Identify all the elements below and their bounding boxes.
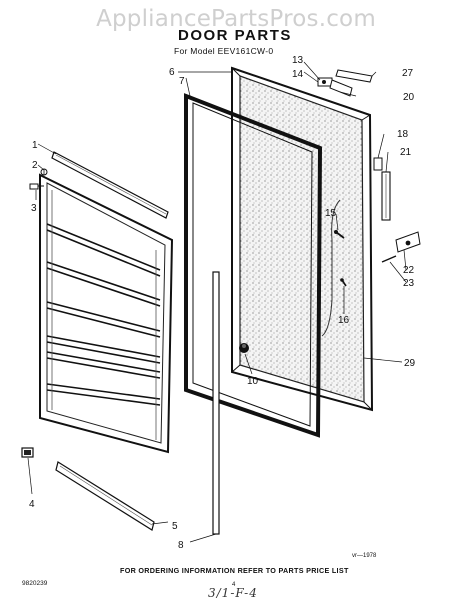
latch-parts-22-23	[381, 231, 421, 263]
watermark: AppliancePartsPros.com	[96, 6, 376, 32]
callout-2: 2	[32, 160, 38, 171]
door-gasket	[184, 93, 323, 438]
hinge-parts-13-14-20	[317, 77, 353, 97]
callout-22: 22	[403, 265, 415, 276]
callout-23: 23	[403, 278, 415, 289]
callout-13: 13	[292, 55, 304, 66]
page-number: 4	[232, 582, 236, 588]
callout-21: 21	[400, 147, 412, 158]
inner-door-liner	[39, 173, 174, 454]
screw-part-3	[29, 183, 44, 190]
callout-20: 20	[403, 92, 415, 103]
callout-27: 27	[402, 68, 414, 79]
top-trim	[51, 151, 169, 219]
plug-part-10	[239, 343, 249, 353]
handle-screw-part-15	[334, 230, 345, 239]
model-subtitle: For Model EEV161CW-0	[174, 46, 274, 56]
drawing-code-right: vr—1978	[352, 553, 377, 559]
retainer-clip-part-4	[21, 447, 34, 458]
callout-1: 1	[32, 140, 38, 151]
callout-8: 8	[178, 540, 184, 551]
callout-numbers: 1 2 3 4 5 6 7 8 10 13 14 15 16 18 20 21 …	[29, 55, 416, 551]
callout-15: 15	[325, 208, 337, 219]
breaker-strip	[212, 271, 220, 535]
drawing-code-left: 9820239	[22, 580, 48, 587]
callout-14: 14	[292, 69, 304, 80]
callout-7: 7	[179, 76, 185, 87]
outer-door-panel	[231, 66, 374, 412]
leader-lines	[27, 61, 407, 543]
lock-parts-18-21	[373, 157, 391, 221]
callout-6: 6	[169, 67, 175, 78]
callout-5: 5	[172, 521, 178, 532]
callout-18: 18	[397, 129, 409, 140]
screw-part-16	[340, 278, 347, 287]
ordering-note: FOR ORDERING INFORMATION REFER TO PARTS …	[120, 566, 349, 575]
callout-16: 16	[338, 315, 350, 326]
callout-29: 29	[404, 358, 416, 369]
callout-10: 10	[247, 376, 259, 387]
callout-4: 4	[29, 499, 35, 510]
callout-3: 3	[31, 203, 37, 214]
bottom-trim	[55, 461, 155, 531]
handwritten-note: 3/1-F-4	[208, 586, 258, 600]
hinge-cover-part-27	[335, 69, 373, 83]
page-title: DOOR PARTS	[178, 27, 292, 44]
